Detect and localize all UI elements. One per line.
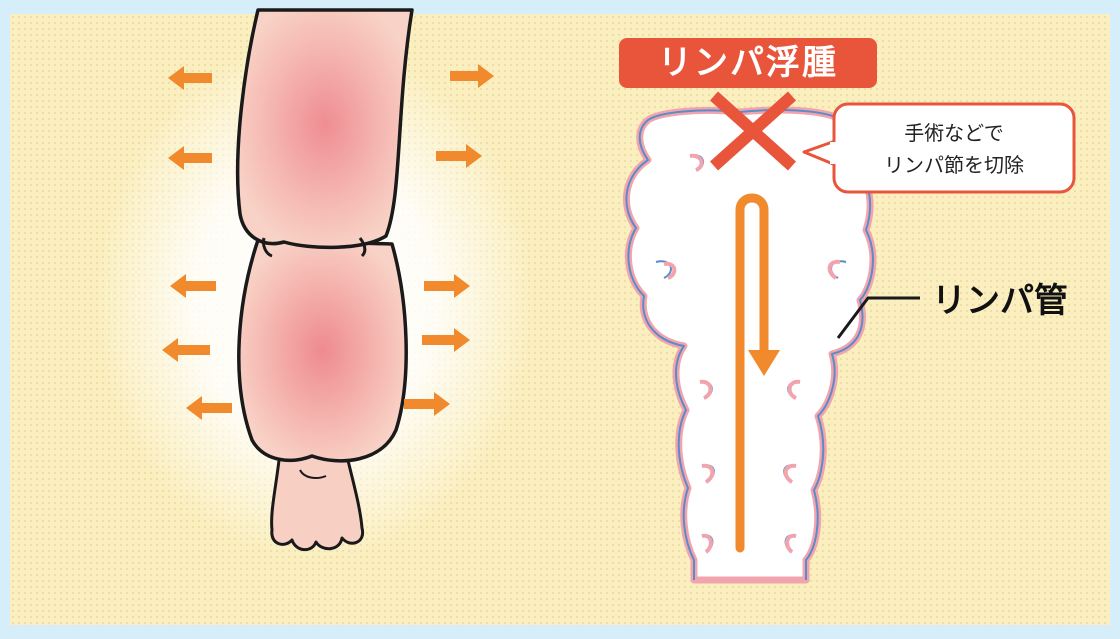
upper-arm-segment bbox=[238, 10, 412, 247]
callout-pointer-joint bbox=[830, 142, 840, 164]
hand-shape bbox=[272, 452, 363, 550]
callout-line-1: 手術などで bbox=[904, 121, 1004, 145]
vessel-label: リンパ管 bbox=[932, 281, 1068, 321]
lymph-vessel-figure: リンパ浮腫 手術などで リンパ節を切除 リンパ管 bbox=[619, 38, 1074, 580]
title-badge-text: リンパ浮腫 bbox=[658, 43, 838, 83]
swollen-arm-figure bbox=[95, 10, 535, 560]
outward-arrow-icon bbox=[450, 64, 494, 88]
callout-line-2: リンパ節を切除 bbox=[884, 153, 1024, 177]
lower-arm-segment bbox=[239, 240, 406, 461]
callout-box bbox=[834, 104, 1074, 192]
